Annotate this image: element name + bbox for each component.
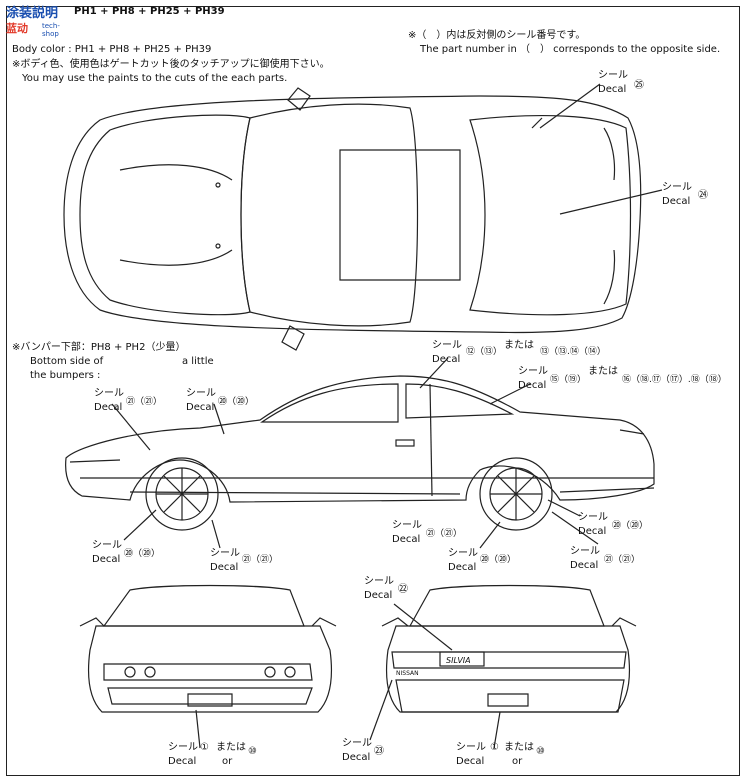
side-d4-jp: シール <box>518 366 548 377</box>
side-d9-jp: シール <box>578 512 608 523</box>
side-d7-en: Decal <box>392 534 421 545</box>
side-d3-or: ⑬（⑬.⑭（⑭） <box>540 347 606 357</box>
side-d6-en: Decal <box>210 562 239 573</box>
decal-24-jp: シール <box>662 182 692 193</box>
front-decal-en: Decal <box>168 756 197 767</box>
rear-decal-22-num: ㉒ <box>398 584 408 595</box>
bumper-note-en3: the bumpers : <box>30 370 101 381</box>
side-d5-en: Decal <box>92 554 121 565</box>
side-d9-en: Decal <box>578 526 607 537</box>
side-view-car <box>65 375 655 531</box>
side-d2-jp: シール <box>186 388 216 399</box>
top-view-car <box>63 87 642 351</box>
front-decal-jp: シール <box>168 742 198 753</box>
bumper-note-jp: ※バンパー下部：PH8 + PH2（少量） <box>12 342 186 353</box>
rear-decal-1-en: Decal <box>456 756 485 767</box>
rear-decal-1-num: ① <box>490 742 499 753</box>
body-color-line: Body color : PH1 + PH8 + PH25 + PH39 <box>12 44 212 55</box>
front-decal-num: ① <box>200 742 209 753</box>
side-d8-en: Decal <box>448 562 477 573</box>
rear-decal-22-en: Decal <box>364 590 393 601</box>
rear-view-car <box>381 584 637 713</box>
front-view-car <box>79 584 337 713</box>
rear-decal-23-jp: シール <box>342 738 372 749</box>
side-d3-or-jp: または <box>504 340 534 351</box>
side-d10-en: Decal <box>570 560 599 571</box>
rear-decal-23-en: Decal <box>342 752 371 763</box>
side-d4-or: ⑯（⑱.⑰（⑰）.⑱（⑱） <box>622 375 727 385</box>
rear-badge: SILVIA <box>446 656 471 665</box>
rear-decal-22-jp: シール <box>364 576 394 587</box>
decal-25-num: ㉕ <box>634 80 644 91</box>
side-d1-jp: シール <box>94 388 124 399</box>
bumper-note-en2: a little <box>182 356 214 367</box>
side-d9-num: ⑳（⑳） <box>612 521 649 531</box>
front-decal-or-jp: または <box>216 742 246 753</box>
side-d7-num: ㉑（㉑） <box>426 529 463 539</box>
side-d8-jp: シール <box>448 548 478 559</box>
decal-24-en: Decal <box>662 196 691 207</box>
side-d6-num: ㉑（㉑） <box>242 555 279 565</box>
rear-decal-1-or-jp: または <box>504 742 534 753</box>
opposite-jp: ※（ ）内は反対側のシール番号です。 <box>408 30 586 41</box>
side-d4-num: ⑮（⑲） <box>550 375 587 385</box>
bumper-note-en1: Bottom side of <box>30 356 104 367</box>
side-d3-en: Decal <box>432 354 461 365</box>
note-jp: ※ボディ色、使用色はゲートカット後のタッチアップに御使用下さい。 <box>12 59 330 70</box>
page-border <box>6 6 740 776</box>
side-d1-num: ㉑（㉑） <box>126 397 163 407</box>
side-d4-en: Decal <box>518 380 547 391</box>
opposite-en: The part number in （ ） corresponds to th… <box>420 44 721 55</box>
side-d4-or-jp: または <box>588 366 618 377</box>
decal-25-en: Decal <box>598 84 627 95</box>
rear-decal-23-num: ㉓ <box>374 746 384 757</box>
site-logo: 涂装説明 蓝动 tech-shop <box>6 6 60 38</box>
decal-25-jp: シール <box>598 70 628 81</box>
side-d10-jp: シール <box>570 546 600 557</box>
decal-24-num: ㉔ <box>698 190 708 201</box>
side-d10-num: ㉑（㉑） <box>604 555 641 565</box>
side-d5-jp: シール <box>92 540 122 551</box>
note-en: You may use the paints to the cuts of th… <box>22 73 288 84</box>
paint-line: PH1 + PH8 + PH25 + PH39 <box>74 6 225 17</box>
front-decal-alt: ⑩ <box>248 746 257 757</box>
side-d2-en: Decal <box>186 402 215 413</box>
side-d2-num: ⑳（⑳） <box>218 397 255 407</box>
rear-decal-1-or-en: or <box>512 756 523 767</box>
front-decal-or-en: or <box>222 756 233 767</box>
side-d6-jp: シール <box>210 548 240 559</box>
side-d5-num: ⑳（⑳） <box>124 549 161 559</box>
side-d3-jp: シール <box>432 340 462 351</box>
rear-maker: NISSAN <box>396 670 419 677</box>
side-d7-jp: シール <box>392 520 422 531</box>
rear-decal-1-alt: ⑩ <box>536 746 545 757</box>
side-d3-num: ⑫（⑬） <box>466 347 503 357</box>
rear-decal-1-jp: シール <box>456 742 486 753</box>
side-d1-en: Decal <box>94 402 123 413</box>
side-d8-num: ⑳（⑳） <box>480 555 517 565</box>
